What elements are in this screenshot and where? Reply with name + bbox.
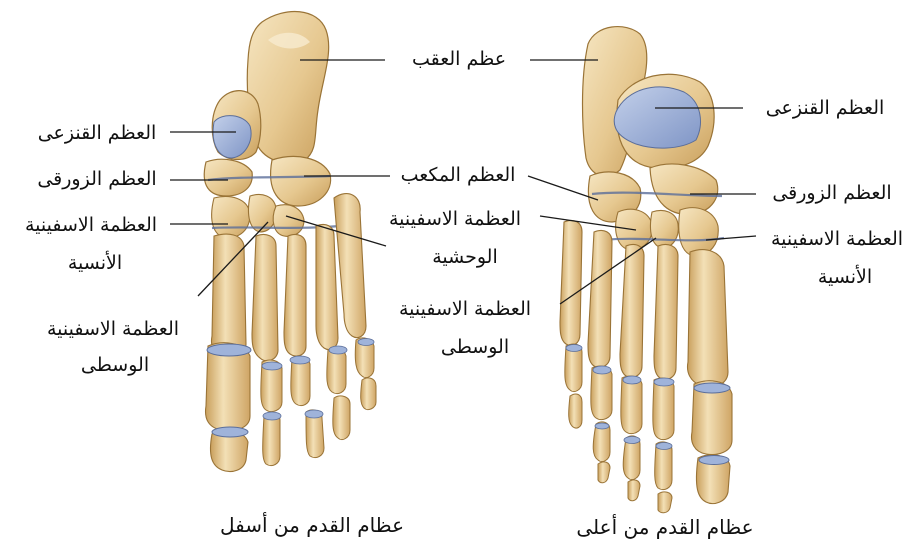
label-cuboid: العظم المكعب <box>388 162 528 188</box>
left-cuboid-bone <box>271 156 331 206</box>
label-calcaneus: عظم العقب <box>398 46 520 72</box>
label-right-medial-cuneiform-2: الأنسية <box>790 264 900 290</box>
label-right-talus: العظم القنزعى <box>750 95 900 121</box>
caption-left-foot: عظام القدم من أسفل <box>212 512 412 538</box>
right-medial-cuneiform <box>679 208 718 256</box>
label-left-intermediate-cuneiform-2: الوسطى <box>60 352 170 378</box>
caption-right-foot: عظام القدم من أعلى <box>560 514 770 540</box>
label-center-intermediate-cuneiform-2: الوسطى <box>420 334 530 360</box>
left-medial-cuneiform <box>212 197 250 238</box>
label-left-navicular: العظم الزورقى <box>22 166 172 192</box>
label-left-intermediate-cuneiform-1: العظمة الاسفينية <box>28 316 198 342</box>
right-foot-bones <box>560 27 732 513</box>
label-right-medial-cuneiform-1: العظمة الاسفينية <box>754 226 920 252</box>
label-left-medial-cuneiform-2: الأنسية <box>40 250 150 276</box>
right-navicular-bone <box>650 164 718 214</box>
label-left-talus: العظم القنزعى <box>22 120 172 146</box>
label-lateral-cuneiform-1: العظمة الاسفينية <box>370 206 540 232</box>
label-center-intermediate-cuneiform-1: العظمة الاسفينية <box>380 296 550 322</box>
label-left-medial-cuneiform-1: العظمة الاسفينية <box>8 212 174 238</box>
label-lateral-cuneiform-2: الوحشية <box>410 244 520 270</box>
left-foot-bones <box>204 12 376 472</box>
right-intermediate-cuneiform <box>650 211 678 249</box>
label-right-navicular: العظم الزورقى <box>758 180 906 206</box>
left-intermediate-cuneiform <box>248 195 276 233</box>
